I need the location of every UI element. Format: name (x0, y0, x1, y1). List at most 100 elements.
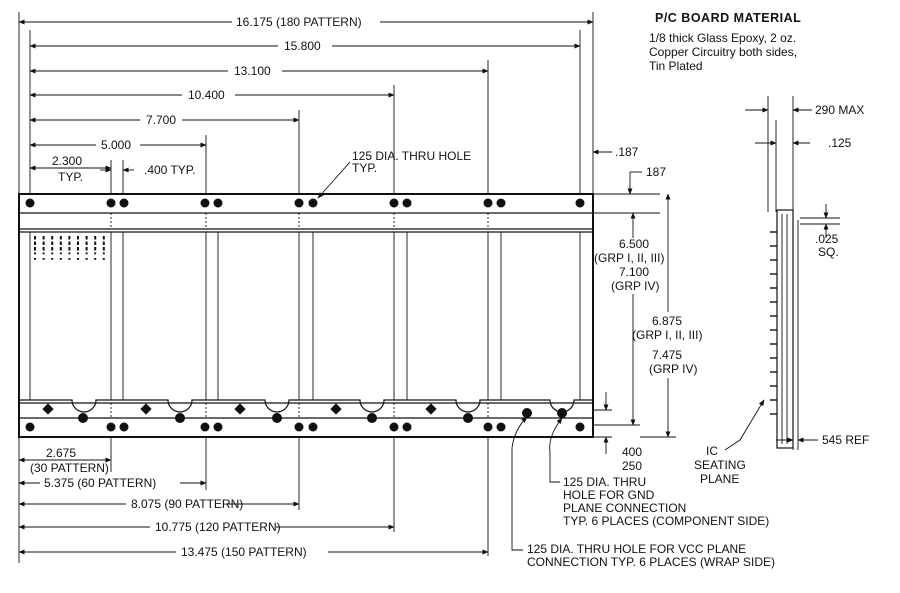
pin-dot (42, 247, 45, 251)
dim-5000: 5.000 (101, 138, 131, 152)
pin-dot (94, 258, 97, 260)
ic-label-2: SEATING (694, 458, 746, 472)
pin-dot (34, 252, 36, 255)
top-dimensions: 16.175 (180 PATTERN) 15.800 13.100 10.40… (18, 12, 639, 195)
hole (106, 422, 116, 432)
pin-dot (51, 247, 54, 251)
vcc-note: 125 DIA. THRU HOLE FOR VCC PLANE CONNECT… (511, 416, 775, 569)
vcc-note-line-2: CONNECTION TYP. 6 PLACES (WRAP SIDE) (527, 555, 775, 569)
hole (308, 422, 318, 432)
hole (213, 198, 223, 208)
pin-dot (94, 252, 97, 255)
dim-400: 400 (622, 445, 642, 459)
hole (496, 422, 506, 432)
dim-187-a: .187 (615, 145, 639, 159)
dim-30-pattern: (30 PATTERN) (30, 461, 109, 475)
vcc-note-line-1: 125 DIA. THRU HOLE FOR VCC PLANE (527, 542, 746, 556)
pin-dot (68, 247, 71, 251)
pin-dot (51, 252, 54, 255)
hole (119, 198, 129, 208)
pin-dot (59, 236, 62, 240)
gnd-note-line-3: PLANE CONNECTION (563, 501, 686, 515)
hole (483, 422, 493, 432)
dim-grp-c: (GRP I, II, III) (632, 328, 702, 342)
pin-dot (51, 241, 54, 245)
gnd-hole (78, 413, 88, 423)
dim-7100: 7.100 (619, 265, 649, 279)
board-profile (776, 209, 794, 449)
pin-dot (34, 258, 36, 260)
gnd-note-line-4: TYP. 6 PLACES (COMPONENT SIDE) (563, 514, 769, 528)
pin-dot (59, 258, 62, 260)
top-holes (25, 198, 585, 208)
pin-dot (42, 241, 45, 245)
hole (200, 422, 210, 432)
pin-pattern (34, 236, 105, 260)
dim-5375: 5.375 (60 PATTERN) (44, 476, 156, 490)
pin-dot (77, 236, 79, 240)
bottom-holes (25, 422, 585, 432)
material-line-3: Tin Plated (649, 59, 703, 73)
vcc-hole (42, 403, 54, 415)
pin-dot (77, 258, 79, 260)
hole (25, 198, 35, 208)
ic-label-1: IC (706, 444, 718, 458)
pin-dot (68, 252, 71, 255)
vcc-hole (140, 403, 152, 415)
pin-dot (94, 247, 97, 251)
hole-note: 125 DIA. THRU HOLE TYP. (317, 149, 471, 199)
pin-dot (85, 258, 88, 260)
pin-dot (85, 236, 88, 240)
column-dividers (29, 213, 581, 418)
gnd-note: 125 DIA. THRU HOLE FOR GND PLANE CONNECT… (549, 417, 769, 528)
pin-dot (42, 252, 45, 255)
hole (402, 422, 412, 432)
pin-dot (85, 241, 88, 245)
hole (213, 422, 223, 432)
side-view: 290 MAX .125 .025 SQ. 545 REF IC SEATING… (694, 96, 869, 486)
dim-13100: 13.100 (234, 64, 271, 78)
pin-dot (59, 241, 62, 245)
pin-dot (51, 236, 54, 240)
hole (496, 198, 506, 208)
gnd-hole (557, 408, 567, 418)
pin-dot (102, 252, 105, 255)
dim-7700: 7.700 (146, 113, 176, 127)
pin-dot (102, 258, 105, 260)
dim-grp-a: (GRP I, II, III) (594, 251, 664, 265)
pin-dot (59, 247, 62, 251)
dim-290-max: 290 MAX (815, 103, 864, 117)
dim-8075: 8.075 (90 PATTERN) (131, 497, 243, 511)
dim-16175: 16.175 (180 PATTERN) (236, 15, 362, 29)
pin-dot (102, 247, 105, 251)
dim-10775: 10.775 (120 PATTERN) (155, 520, 281, 534)
vcc-hole (234, 403, 246, 415)
hole (402, 198, 412, 208)
dim-sq: SQ. (818, 245, 839, 259)
dim-grp-d: (GRP IV) (649, 362, 697, 376)
hole-note-line-2: TYP. (352, 161, 377, 175)
pin-dot (77, 252, 79, 255)
pin-dot (102, 236, 105, 240)
material-line-2: Copper Circuitry both sides, (649, 45, 797, 59)
dim-2675: 2.675 (46, 446, 76, 460)
gnd-hole (367, 413, 377, 423)
pin-dot (77, 241, 79, 245)
dim-10400: 10.400 (188, 88, 225, 102)
dim-6500: 6.500 (619, 237, 649, 251)
hole (389, 422, 399, 432)
dim-grp-b: (GRP IV) (611, 279, 659, 293)
hole (200, 198, 210, 208)
dim-187-b: 187 (646, 165, 666, 179)
hole (106, 198, 116, 208)
pin-dot (68, 258, 71, 260)
hole (294, 422, 304, 432)
pin-dot (34, 247, 36, 251)
pin-dot (68, 241, 71, 245)
hole (389, 198, 399, 208)
pin-dot (34, 241, 36, 245)
pc-board (18, 193, 594, 438)
dim-typ: TYP. (58, 170, 83, 184)
dim-125: .125 (828, 136, 852, 150)
